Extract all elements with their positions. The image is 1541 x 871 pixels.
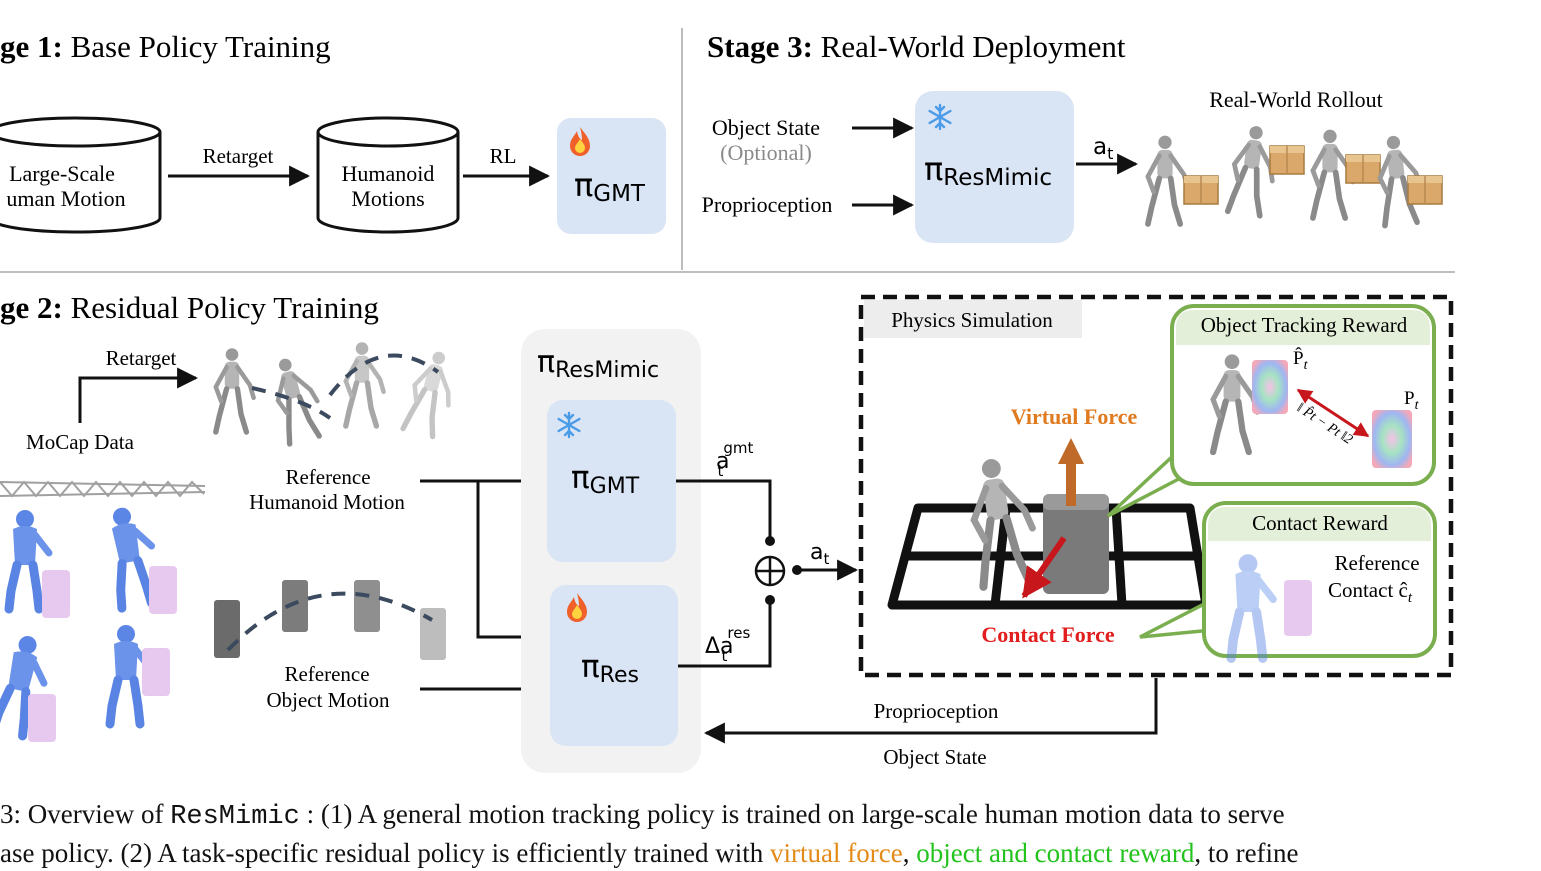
sum-operator [754, 555, 786, 587]
stage3-title: Stage 3: Real-World Deployment [707, 29, 1126, 64]
gmt-action-line [676, 479, 772, 541]
real-world-rollout-images [1148, 124, 1443, 226]
gmt-policy-box-stage1: πGMT [557, 118, 666, 234]
virtual-force-label: Virtual Force [1011, 404, 1138, 429]
gmt-policy-label-stage1: πGMT [574, 166, 646, 207]
target-point-cloud [1372, 410, 1412, 468]
reference-humanoid-sequence [216, 342, 461, 444]
stage2-title: ge 2: Residual Policy Training [0, 290, 379, 325]
resmimic-policy-box-stage3: πResMimic [915, 91, 1074, 243]
object-state-label-stage2: Object State [883, 745, 986, 769]
contact-force-arrow [1021, 536, 1067, 599]
mocap-humans [0, 504, 177, 742]
physics-simulation-box [858, 294, 1454, 678]
stage2-section: ge 2: Residual Policy Training Retarget … [0, 290, 1454, 773]
caption-line-2: ase policy. (2) A task-specific residual… [0, 838, 1299, 868]
gmt-policy-label-stage2: πGMT [571, 460, 640, 499]
res-action-line [678, 600, 772, 668]
humanoid-motions-database: Humanoid Motions [316, 116, 460, 234]
virtual-force-arrow [1058, 438, 1084, 506]
fire-icon [567, 593, 587, 622]
object-tracking-reward-panel: Object Tracking Reward P̂t Pt ‖ P̂t − Pt… [1170, 304, 1436, 486]
gmt-policy-box-stage2: πGMT [547, 400, 676, 562]
rl-label: RL [490, 144, 517, 168]
tracking-reward-title: Object Tracking Reward [1201, 313, 1408, 337]
p-label: Pt [1404, 388, 1420, 413]
action-label-stage3: at [1093, 134, 1113, 163]
mocap-truss [0, 480, 206, 498]
ref-humanoid-line1: Reference [285, 465, 370, 489]
rollout-label: Real-World Rollout [1209, 87, 1383, 112]
large-scale-motion-database: Large-Scale uman Motion [0, 116, 162, 234]
p-hat-label: P̂t [1293, 347, 1309, 373]
ref-contact-line1: Reference [1334, 551, 1419, 575]
ref-contact-line2: Contact ĉt [1328, 578, 1413, 606]
res-policy-label: πRes [581, 649, 639, 688]
optional-label: (Optional) [720, 140, 812, 165]
contact-force-label: Contact Force [981, 622, 1115, 647]
motions-label: Motions [351, 186, 424, 211]
retarget-label-stage1: Retarget [203, 144, 274, 168]
mocap-label: MoCap Data [26, 430, 135, 454]
snowflake-icon [557, 411, 581, 439]
resmimic-policy-label-stage3: πResMimic [924, 150, 1052, 191]
caption-line-1: 3: Overview of ResMimic : (1) A general … [0, 799, 1285, 832]
ref-object-line2: Object Motion [266, 688, 390, 712]
object-state-label-stage3: Object State [712, 115, 820, 140]
retarget-label-stage2: Retarget [106, 346, 177, 370]
stage1-section: ge 1: Base Policy Training Large-Scale u… [0, 29, 666, 234]
reference-object-sequence [214, 580, 446, 660]
stage1-title: ge 1: Base Policy Training [0, 29, 331, 64]
contact-reward-title: Contact Reward [1252, 511, 1388, 535]
simulation-robot [966, 455, 1109, 594]
ref-object-line1: Reference [284, 662, 369, 686]
large-scale-label: Large-Scale [9, 161, 115, 186]
res-action-label: Δatres [705, 624, 750, 665]
mocap-retarget-arrow [78, 367, 199, 423]
human-motion-label: uman Motion [6, 186, 125, 211]
proprioception-label-stage3: Proprioception [702, 192, 833, 217]
humanoid-label: Humanoid [342, 161, 435, 186]
fire-icon [570, 127, 590, 156]
contact-reward-panel: Contact Reward Reference Contact ĉt [1202, 501, 1437, 658]
action-sum-label: at [810, 540, 829, 568]
figure-caption: 3: Overview of ResMimic : (1) A general … [0, 796, 1541, 871]
feedback-arrow [703, 678, 1158, 744]
physics-simulation-label: Physics Simulation [891, 308, 1053, 332]
resmimic-container-label: πResMimic [537, 345, 659, 383]
proprioception-label-stage2: Proprioception [874, 699, 999, 723]
gmt-action-label: atgmt [716, 439, 754, 480]
res-policy-box: πRes [550, 585, 678, 746]
ref-humanoid-line2: Humanoid Motion [249, 490, 405, 514]
snowflake-icon [928, 103, 952, 131]
predicted-point-cloud [1252, 360, 1288, 414]
stage3-section: Stage 3: Real-World Deployment Object St… [702, 29, 1443, 243]
